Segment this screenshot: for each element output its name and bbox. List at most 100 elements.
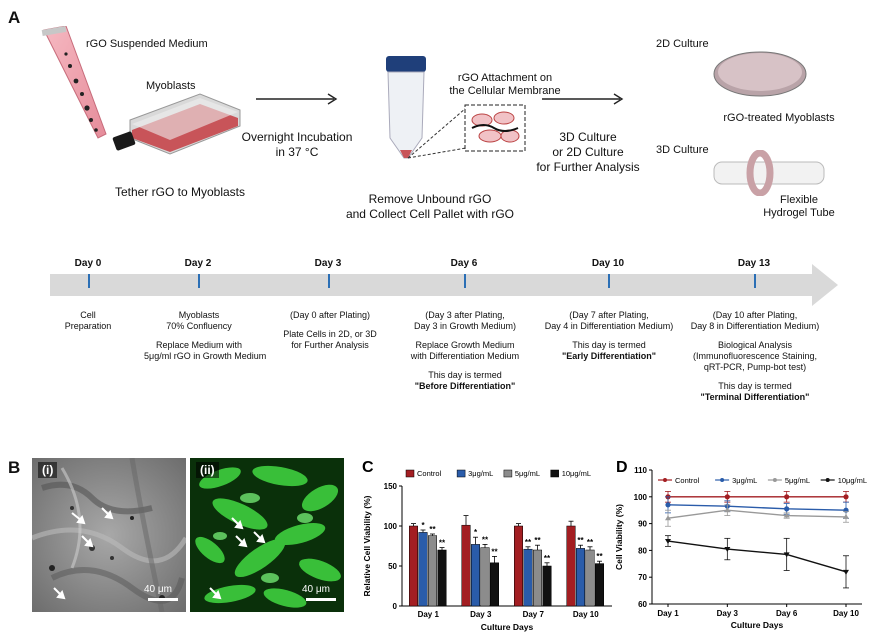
day-6-term: "Before Differentiation"	[414, 381, 516, 391]
significance-mark: *	[421, 521, 425, 530]
rgo-treated-label: rGO-treated Myoblasts	[723, 112, 835, 124]
culture-line-1: 3D Culture	[559, 130, 617, 144]
day-13-term: "Terminal Differentiation"	[700, 392, 810, 402]
day-0-line: Preparation	[64, 321, 112, 331]
day-10-text: (Day 7 after Plating, Day 4 in Different…	[542, 310, 676, 362]
legend-swatch	[503, 469, 513, 478]
attachment-label: rGO Attachment on the Cellular Membrane	[440, 72, 570, 98]
day-2-tick	[198, 274, 200, 288]
data-point	[783, 552, 790, 558]
bar	[418, 532, 428, 607]
cell-membrane-inset	[464, 104, 526, 152]
spacer	[688, 332, 822, 340]
day-6-line: This day is termed	[428, 370, 502, 380]
bar	[428, 535, 437, 607]
y-tick-label: 50	[388, 562, 397, 571]
significance-mark: **	[534, 536, 541, 545]
myoblasts-label: Myoblasts	[146, 80, 196, 92]
legend-label: Control	[417, 469, 442, 478]
day-3-label: Day 3	[314, 258, 342, 269]
legend-marker	[663, 478, 667, 482]
data-point	[783, 512, 790, 518]
data-point	[784, 506, 790, 512]
bar	[566, 525, 576, 607]
cell-texture	[32, 458, 186, 612]
data-point	[724, 507, 731, 513]
legend-label: Control	[675, 476, 700, 485]
phase-contrast-image: (i) 40 μm	[32, 458, 186, 612]
day-10-tick	[608, 274, 610, 288]
day-10-line: This day is termed	[572, 340, 646, 350]
scale-bar	[148, 598, 178, 601]
spacer	[404, 332, 526, 340]
x-tick-label: Day 3	[470, 610, 492, 619]
day-10-term: "Early Differentiation"	[561, 351, 657, 361]
incubation-line-2: in 37 °C	[275, 145, 319, 159]
scale-bar-label: 40 μm	[144, 584, 172, 595]
x-tick-label: Day 1	[418, 610, 440, 619]
significance-mark: **	[429, 525, 436, 534]
panel-b-letter: B	[8, 458, 21, 477]
incubation-label: Overnight Incubation in 37 °C	[232, 130, 362, 160]
day-6-line: (Day 3 after Plating,	[425, 310, 505, 320]
data-point	[665, 515, 671, 521]
data-point	[665, 539, 671, 545]
x-tick-label: Day 7	[523, 610, 545, 619]
centrifuge-tube-icon	[386, 56, 426, 159]
day-3-line: Plate Cells in 2D, or 3D	[283, 329, 377, 339]
attachment-line-2: the Cellular Membrane	[449, 85, 561, 97]
legend-label: 5μg/mL	[515, 469, 540, 478]
panel-d-letter: D	[616, 459, 628, 476]
day-2-label: Day 2	[184, 258, 212, 269]
data-point	[843, 494, 849, 500]
legend-swatch	[405, 469, 415, 478]
day-13-line: Biological Analysis	[717, 340, 793, 350]
hydrogel-line-2: Hydrogel Tube	[763, 207, 835, 219]
bar	[576, 548, 585, 607]
y-axis-label: Cell Viability (%)	[614, 504, 624, 570]
day-6-text: (Day 3 after Plating, Day 3 in Growth Me…	[404, 310, 526, 392]
day-13-line: qRT-PCR, Pump-bot test)	[703, 362, 807, 372]
spacer	[542, 332, 676, 340]
day-13-tick	[754, 274, 756, 288]
bar	[523, 548, 533, 607]
day-0-line: Cell	[80, 310, 96, 320]
x-tick-label: Day 10	[833, 609, 859, 618]
day-10-line: Day 4 in Differentiation Medium)	[544, 321, 674, 331]
day-6-line: Day 3 in Growth Medium)	[413, 321, 517, 331]
data-point	[665, 502, 671, 508]
day-2-line: 70% Confluency	[166, 321, 232, 331]
significance-mark: **	[544, 554, 551, 563]
y-tick-label: 0	[393, 602, 398, 611]
x-tick-label: Day 10	[573, 610, 599, 619]
legend-swatch	[550, 469, 559, 478]
panel-a-letter: A	[8, 8, 21, 27]
series-line	[667, 540, 847, 573]
legend-marker	[772, 478, 777, 482]
data-point	[784, 494, 790, 500]
series-line	[667, 509, 847, 519]
significance-mark: *	[474, 528, 478, 537]
day-2-line: Replace Medium with	[155, 340, 243, 350]
hydrogel-tube-icon	[713, 150, 825, 196]
legend-swatch	[456, 469, 466, 478]
tether-label: Tether rGO to Myoblasts	[114, 185, 246, 199]
x-tick-label: Day 1	[657, 609, 679, 618]
legend-marker	[825, 478, 830, 482]
day-6-line: with Differentiation Medium	[410, 351, 520, 361]
y-tick-label: 80	[638, 546, 647, 555]
day-13-label: Day 13	[737, 258, 771, 269]
spacer	[404, 362, 526, 370]
legend-label: 5μg/mL	[785, 476, 810, 485]
significance-mark: **	[491, 547, 498, 556]
bar	[542, 565, 552, 607]
legend-label: 3μg/mL	[468, 469, 493, 478]
remove-label: Remove Unbound rGO and Collect Cell Pall…	[330, 192, 530, 222]
bar	[461, 524, 471, 607]
day-3-line: (Day 0 after Plating)	[289, 310, 371, 320]
bar	[595, 563, 604, 607]
bar	[585, 549, 595, 607]
day-13-line: (Day 10 after Plating,	[712, 310, 798, 320]
day-3-text: (Day 0 after Plating) Plate Cells in 2D,…	[270, 310, 390, 351]
day-6-label: Day 6	[450, 258, 478, 269]
